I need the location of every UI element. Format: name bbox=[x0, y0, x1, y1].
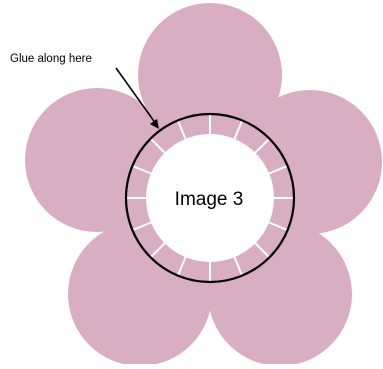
glue-tab-separator bbox=[149, 242, 166, 259]
glue-tab-separator bbox=[233, 120, 244, 140]
arrow-head bbox=[150, 119, 159, 129]
glue-tabs bbox=[126, 114, 294, 282]
glue-tab-separator bbox=[254, 137, 271, 154]
glue-tab-separator bbox=[149, 137, 166, 154]
glue-tab-separator bbox=[233, 256, 244, 276]
arrow-line bbox=[115, 67, 157, 125]
glue-tab-separator bbox=[254, 242, 271, 259]
glue-tab-separator bbox=[268, 221, 288, 232]
glue-annotation-label: Glue along here bbox=[10, 53, 92, 65]
center-circle bbox=[146, 134, 274, 262]
glue-ring-outline bbox=[124, 112, 296, 284]
center-label: Image 3 bbox=[175, 189, 244, 210]
glue-tab-separator bbox=[176, 120, 187, 140]
glue-tab-separator bbox=[132, 221, 152, 232]
annotation-arrow bbox=[115, 67, 159, 129]
glue-tab-separator bbox=[268, 164, 288, 175]
glue-tab-separator bbox=[176, 256, 187, 276]
glue-tab-separator bbox=[132, 164, 152, 175]
